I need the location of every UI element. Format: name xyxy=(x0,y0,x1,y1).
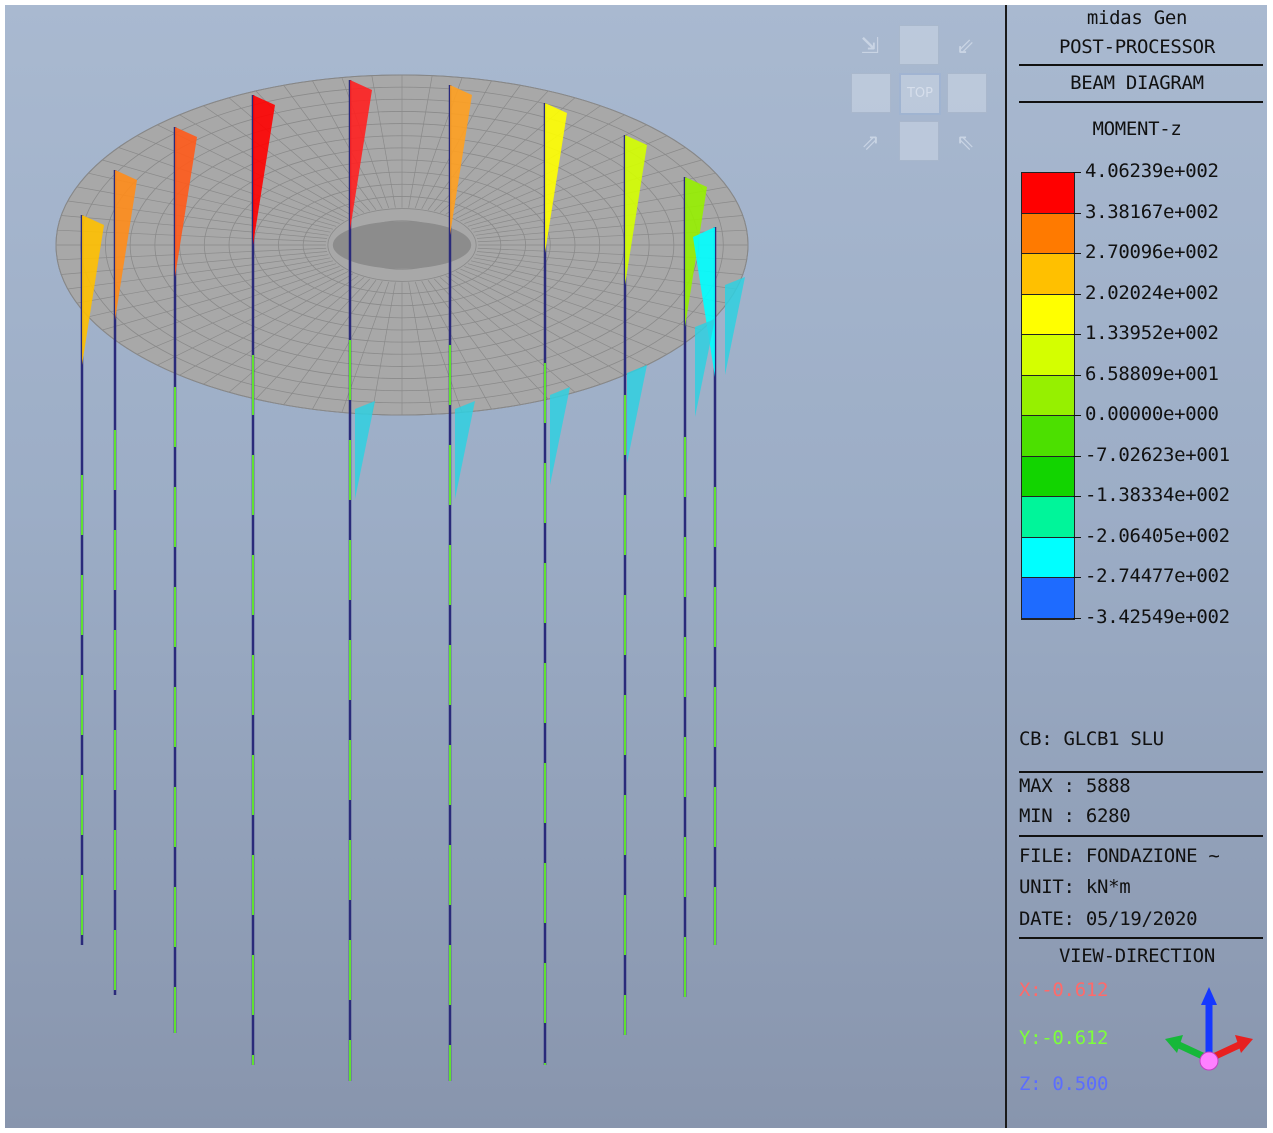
load-combination: CB: GLCB1 SLU xyxy=(1019,728,1164,750)
legend-tick xyxy=(1073,334,1081,336)
moment-diagram xyxy=(450,85,472,235)
moment-diagram xyxy=(175,127,197,277)
legend-value: 1.33952e+002 xyxy=(1085,322,1219,345)
divider-line xyxy=(1019,771,1263,773)
legend-swatch xyxy=(1022,335,1074,376)
view-navigation-cube[interactable]: ⇲ ⇙ TOP ⇗ ⇖ xyxy=(851,25,987,161)
view-z-value: Z: 0.500 xyxy=(1019,1073,1109,1095)
legend-value: -3.42549e+002 xyxy=(1085,606,1230,628)
divider-line xyxy=(1019,937,1263,939)
max-element: MAX : 5888 xyxy=(1019,775,1131,797)
file-name: FILE: FONDAZIONE ~ xyxy=(1019,845,1220,867)
panel-divider xyxy=(1005,5,1007,1128)
nav-arrow-bottom-left-icon[interactable]: ⇗ xyxy=(860,122,880,157)
app-title: midas Gen xyxy=(1086,7,1188,29)
legend-swatch xyxy=(1022,213,1074,255)
component-title: MOMENT-z xyxy=(1092,118,1182,140)
legend-tick xyxy=(1073,212,1081,214)
legend-swatch xyxy=(1022,294,1074,336)
moment-diagram-negative xyxy=(550,387,570,485)
legend-tick xyxy=(1073,374,1081,376)
nav-arrow-bottom-right-icon[interactable]: ⇖ xyxy=(956,122,976,157)
legend-swatch xyxy=(1022,416,1074,457)
legend-swatch xyxy=(1022,254,1074,295)
model-scene xyxy=(55,74,749,1081)
nav-face-front[interactable] xyxy=(899,121,939,161)
moment-diagram-negative xyxy=(725,277,745,375)
axis-triad-icon xyxy=(1165,987,1253,1071)
divider-line xyxy=(1019,835,1263,837)
moment-diagram xyxy=(82,215,104,365)
legend-value: 4.06239e+002 xyxy=(1085,160,1219,182)
legend-value: 3.38167e+002 xyxy=(1085,200,1219,223)
nav-arrow-top-right-icon[interactable]: ⇙ xyxy=(956,26,976,61)
legend-swatch xyxy=(1022,497,1074,538)
legend-tick xyxy=(1073,455,1081,457)
legend-tick xyxy=(1073,172,1081,173)
diagram-title: BEAM DIAGRAM xyxy=(1070,72,1204,94)
moment-diagram xyxy=(253,95,275,245)
date-label: DATE: 05/19/2020 xyxy=(1019,908,1198,930)
legend-tick xyxy=(1073,293,1081,295)
min-element: MIN : 6280 xyxy=(1019,805,1131,827)
legend-swatch xyxy=(1022,537,1074,579)
legend-value: -7.02623e+001 xyxy=(1085,443,1230,466)
moment-diagram xyxy=(115,170,137,320)
nav-face-back[interactable] xyxy=(899,25,939,65)
legend-swatch xyxy=(1022,456,1074,498)
module-title: POST-PROCESSOR xyxy=(1059,36,1215,58)
legend-value: 6.58809e+001 xyxy=(1085,362,1219,385)
legend-tick xyxy=(1073,536,1081,538)
view-x-value: X:-0.612 xyxy=(1019,979,1109,1001)
nav-face-right[interactable] xyxy=(947,73,987,113)
legend-value: 2.70096e+002 xyxy=(1085,241,1219,264)
moment-diagram xyxy=(625,135,647,285)
divider-line xyxy=(1019,64,1263,66)
view-direction-title: VIEW-DIRECTION xyxy=(1059,945,1215,967)
moment-diagram-negative xyxy=(695,319,715,417)
unit-label: UNIT: kN*m xyxy=(1019,876,1131,898)
legend-swatch xyxy=(1022,173,1074,214)
moment-diagram-negative xyxy=(455,401,475,499)
legend-tick xyxy=(1073,618,1081,619)
divider-line xyxy=(1019,101,1263,103)
nav-top-label: TOP xyxy=(906,86,933,101)
color-legend-bar xyxy=(1021,172,1075,620)
moment-diagram-negative xyxy=(355,401,375,499)
legend-tick xyxy=(1073,415,1081,417)
legend-value: 2.02024e+002 xyxy=(1085,281,1219,304)
legend-value: -1.38334e+002 xyxy=(1085,484,1230,507)
nav-face-top[interactable]: TOP xyxy=(899,73,941,115)
legend-tick xyxy=(1073,577,1081,579)
legend-value: -2.06405e+002 xyxy=(1085,524,1230,547)
moment-diagram xyxy=(545,103,567,253)
legend-tick xyxy=(1073,253,1081,255)
legend-value: -2.74477e+002 xyxy=(1085,565,1230,588)
slab-center xyxy=(332,221,472,269)
nav-face-left[interactable] xyxy=(851,73,891,113)
view-y-value: Y:-0.612 xyxy=(1019,1027,1109,1049)
legend-value: 0.00000e+000 xyxy=(1085,403,1219,426)
legend-swatch xyxy=(1022,578,1074,619)
legend-swatch xyxy=(1022,375,1074,417)
legend-panel: midas Gen POST-PROCESSOR BEAM DIAGRAM MO… xyxy=(1007,5,1267,1128)
moment-diagram-negative xyxy=(627,365,647,463)
model-viewport[interactable]: ⇲ ⇙ TOP ⇗ ⇖ midas Gen POST-PROCESSOR BEA… xyxy=(5,5,1267,1128)
moment-diagram xyxy=(350,80,372,230)
nav-arrow-top-left-icon[interactable]: ⇲ xyxy=(860,26,880,61)
legend-tick xyxy=(1073,496,1081,498)
